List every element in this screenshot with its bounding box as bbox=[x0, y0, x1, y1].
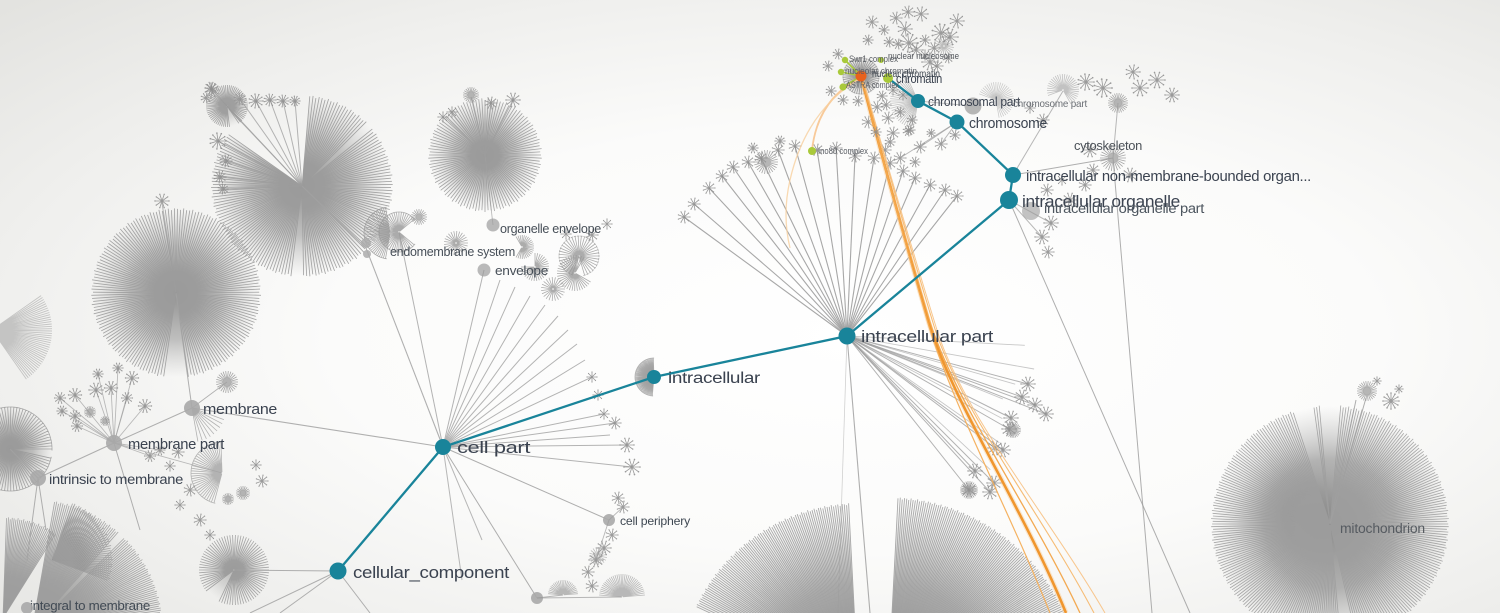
svg-text:membrane part: membrane part bbox=[128, 437, 224, 453]
svg-text:Swr1 complex: Swr1 complex bbox=[849, 54, 898, 64]
svg-text:intrinsic to membrane: intrinsic to membrane bbox=[49, 472, 183, 487]
svg-text:cell part: cell part bbox=[457, 439, 531, 457]
svg-text:integral to membrane: integral to membrane bbox=[30, 598, 150, 613]
svg-text:ASTRA complex: ASTRA complex bbox=[846, 80, 899, 90]
svg-text:intracellular organelle part: intracellular organelle part bbox=[1044, 201, 1205, 216]
svg-text:endomembrane system: endomembrane system bbox=[390, 244, 515, 259]
svg-text:chromosome: chromosome bbox=[969, 116, 1047, 132]
svg-text:organelle envelope: organelle envelope bbox=[500, 222, 601, 236]
svg-text:membrane: membrane bbox=[203, 401, 277, 418]
svg-text:intracellular organelle: intracellular organelle bbox=[1022, 192, 1180, 211]
svg-text:cellular_component: cellular_component bbox=[353, 564, 510, 582]
svg-text:nuclear nucleosome: nuclear nucleosome bbox=[888, 51, 959, 62]
svg-text:chromosome part: chromosome part bbox=[1013, 98, 1087, 110]
svg-text:chromatin: chromatin bbox=[896, 72, 942, 86]
svg-text:chromosomal part: chromosomal part bbox=[928, 94, 1021, 109]
svg-text:cytoskeleton: cytoskeleton bbox=[1074, 139, 1142, 153]
svg-text:intracellular non-membrane-bou: intracellular non-membrane-bounded organ… bbox=[1026, 169, 1311, 185]
svg-text:mitochondrion: mitochondrion bbox=[1340, 521, 1425, 536]
svg-text:nuclear chromatin: nuclear chromatin bbox=[872, 68, 940, 80]
svg-text:Ino80 complex: Ino80 complex bbox=[818, 146, 868, 156]
svg-text:intracellular: intracellular bbox=[668, 370, 760, 387]
svg-text:intracellular part: intracellular part bbox=[861, 328, 994, 346]
svg-text:nucleolar chromatin: nucleolar chromatin bbox=[845, 66, 917, 76]
svg-text:cell periphery: cell periphery bbox=[620, 514, 690, 528]
svg-text:envelope: envelope bbox=[495, 263, 548, 278]
